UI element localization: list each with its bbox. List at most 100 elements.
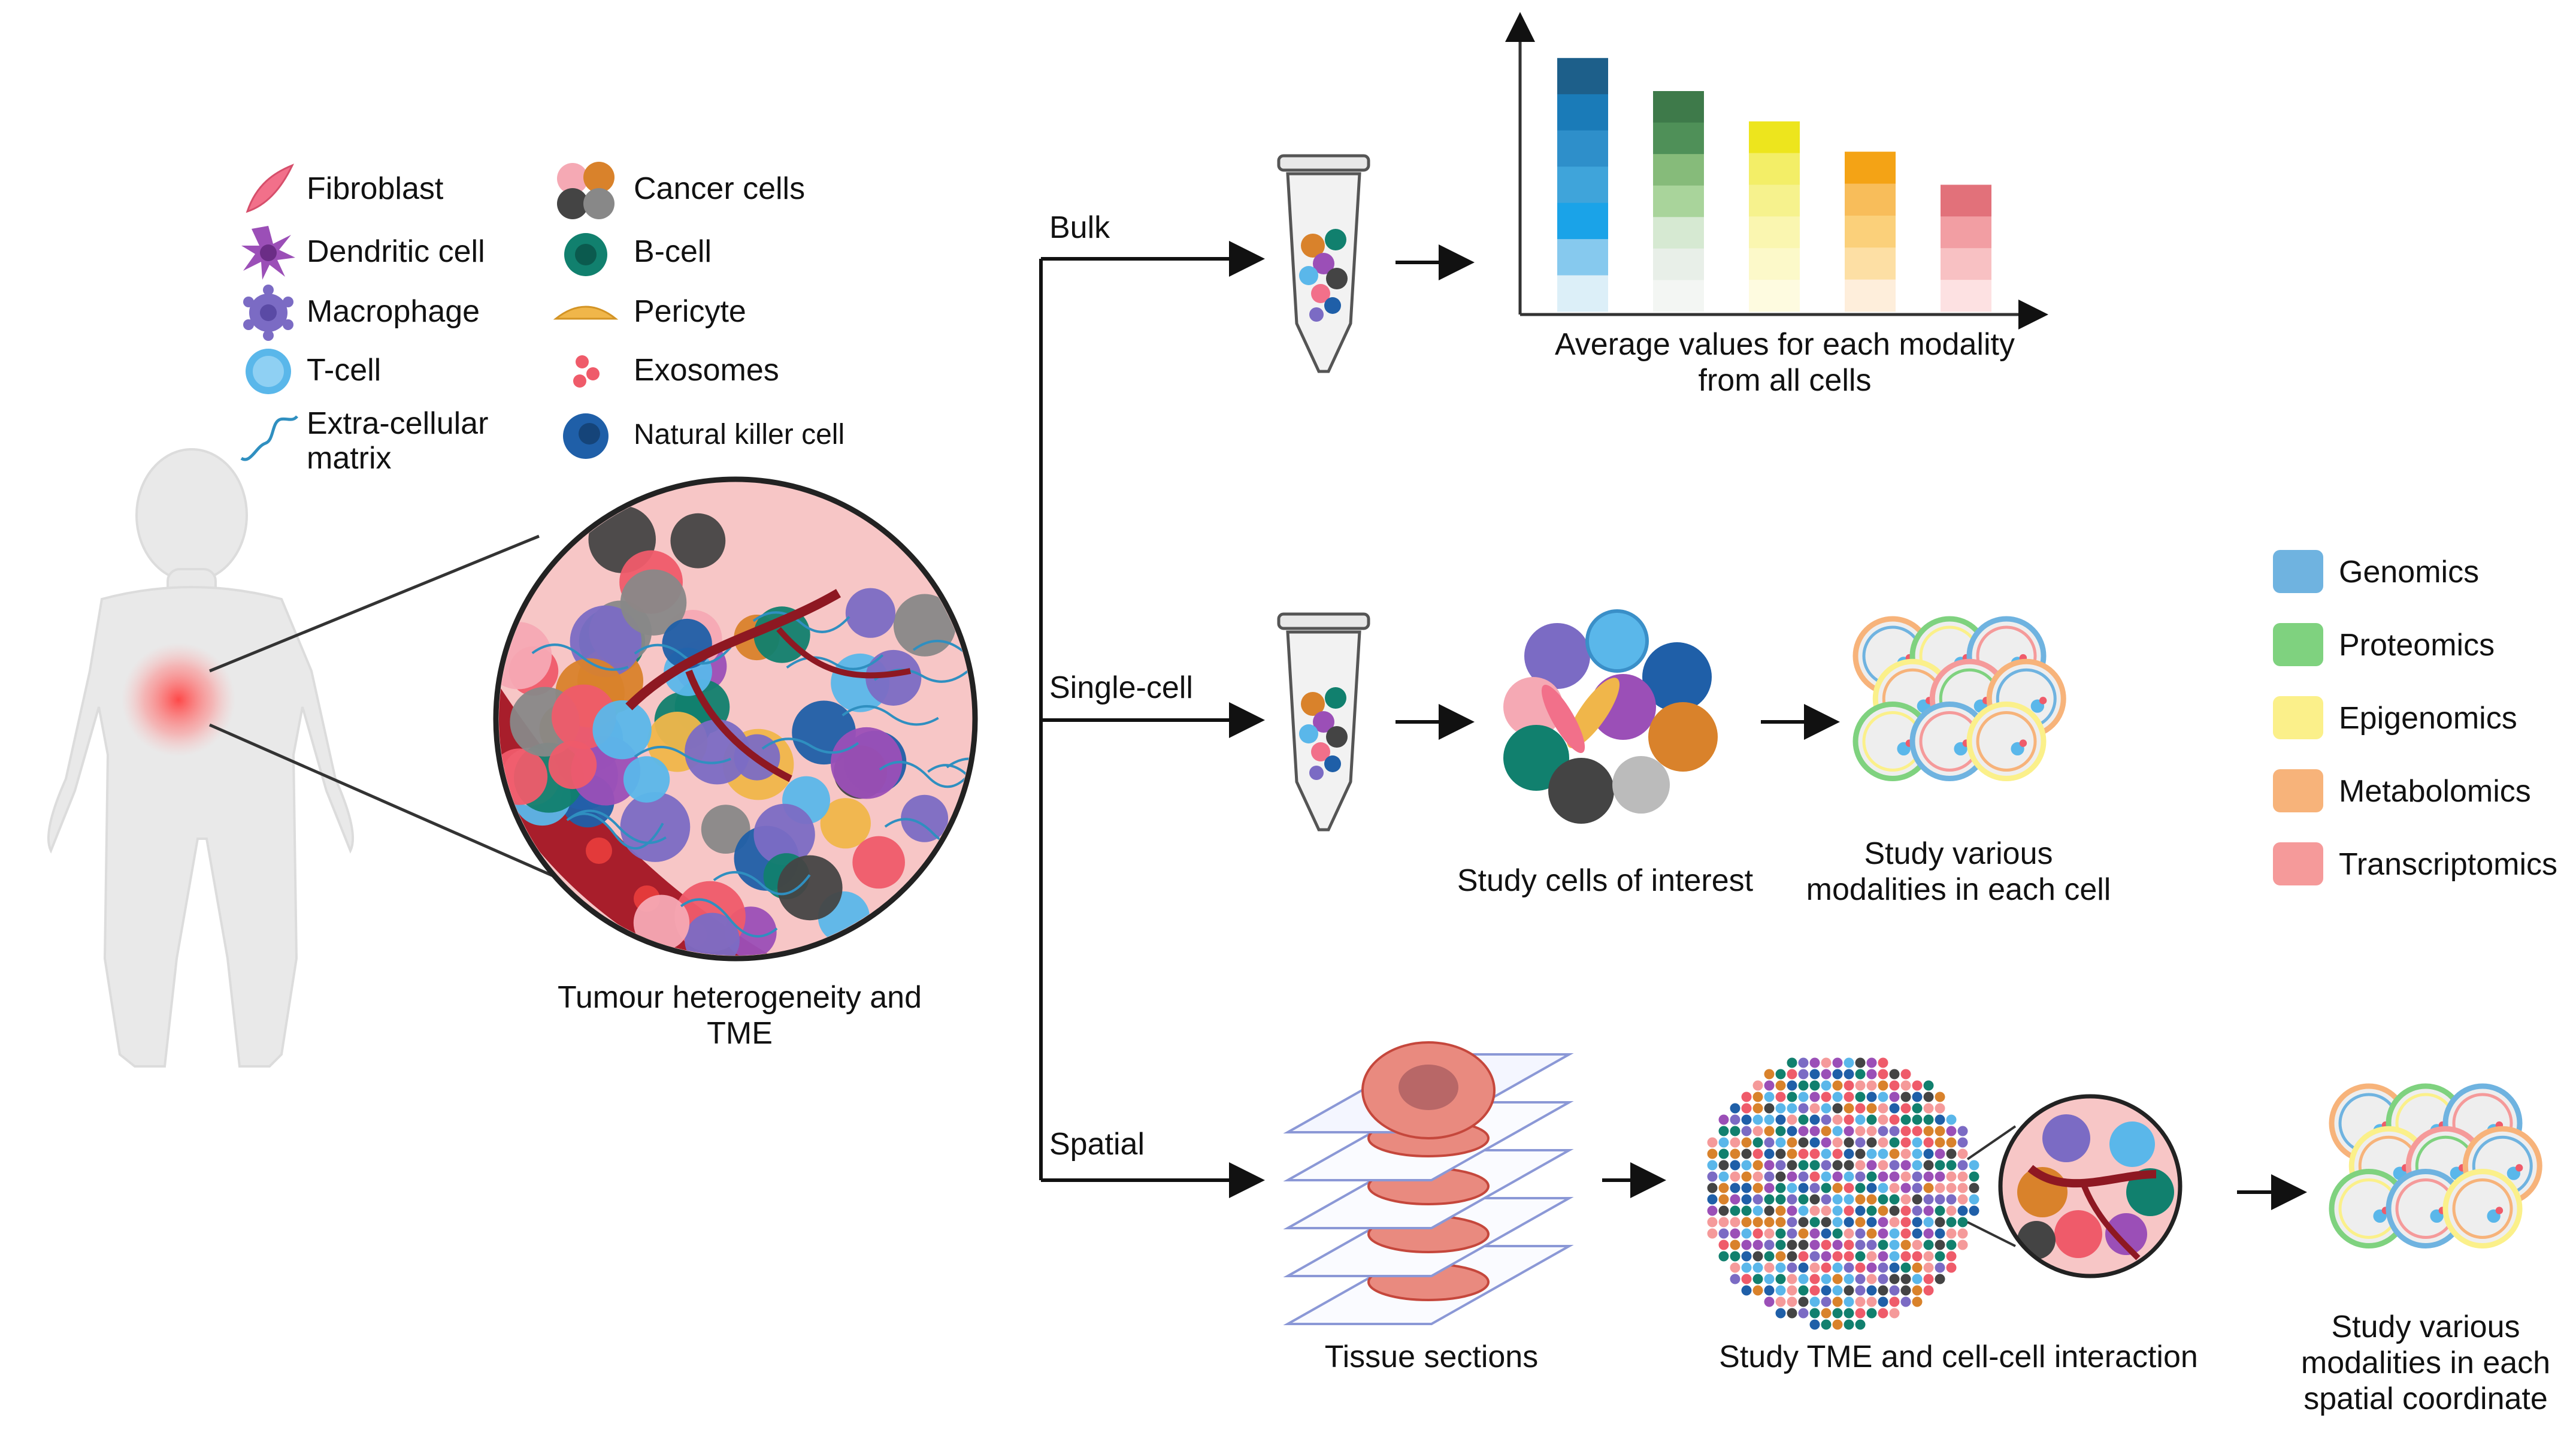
spatial-spot bbox=[1935, 1217, 1945, 1228]
modality-label-proteomics: Proteomics bbox=[2339, 628, 2495, 663]
spatial-spot bbox=[1878, 1274, 1888, 1284]
spatial-spot bbox=[1900, 1239, 1911, 1250]
spatial-spot bbox=[1866, 1092, 1877, 1102]
spatial-spot bbox=[1878, 1103, 1888, 1114]
spatial-spot bbox=[1764, 1217, 1775, 1228]
spatial-spot bbox=[1752, 1080, 1763, 1091]
spatial-spot bbox=[1889, 1228, 1900, 1239]
spatial-spot bbox=[1832, 1217, 1843, 1228]
spatial-spot bbox=[1923, 1205, 1934, 1216]
spatial-spot bbox=[1832, 1285, 1843, 1296]
branch-label-single-cell: Single-cell bbox=[1049, 670, 1193, 705]
spatial-spot bbox=[1718, 1137, 1729, 1148]
spatial-spot bbox=[1832, 1239, 1843, 1250]
spatial-spot bbox=[1787, 1183, 1797, 1193]
spatial-spot bbox=[1798, 1228, 1809, 1239]
spatial-spot bbox=[1923, 1126, 1934, 1136]
spatial-spot bbox=[1832, 1080, 1843, 1091]
spatial-spot bbox=[1741, 1148, 1752, 1159]
spatial-spot bbox=[1741, 1160, 1752, 1171]
ecm-fibre bbox=[531, 643, 629, 671]
spatial-spot bbox=[1821, 1092, 1832, 1102]
spatial-spot bbox=[1764, 1285, 1775, 1296]
spatial-spot bbox=[1878, 1217, 1888, 1228]
spatial-spot bbox=[1844, 1296, 1854, 1307]
bar-4-segment bbox=[1845, 215, 1896, 248]
spatial-spot bbox=[1866, 1274, 1877, 1284]
spatial-spot bbox=[1969, 1183, 1979, 1193]
tumour-cell bbox=[592, 700, 652, 760]
spatial-spot bbox=[1935, 1239, 1945, 1250]
spatial-spot bbox=[1878, 1080, 1888, 1091]
spatial-spot bbox=[1741, 1228, 1752, 1239]
modality-swatch-metabolomics bbox=[2273, 769, 2323, 812]
human-figure-icon bbox=[47, 448, 355, 1068]
spatial-spot bbox=[1832, 1228, 1843, 1239]
spatial-spot bbox=[1844, 1319, 1854, 1330]
spatial-spot bbox=[1809, 1080, 1820, 1091]
spatial-spot bbox=[1866, 1069, 1877, 1080]
spatial-spot bbox=[1855, 1069, 1866, 1080]
bar-1-segment bbox=[1557, 275, 1608, 312]
spatial-spot bbox=[1775, 1239, 1786, 1250]
spatial-spot bbox=[1900, 1205, 1911, 1216]
spatial-spot bbox=[1752, 1148, 1763, 1159]
spatial-spot bbox=[1844, 1092, 1854, 1102]
spatial-spot bbox=[1730, 1251, 1740, 1262]
spatial-spot bbox=[1900, 1137, 1911, 1148]
spatial-spot bbox=[1752, 1092, 1763, 1102]
spatial-spot bbox=[1878, 1262, 1888, 1273]
spatial-spot bbox=[1866, 1103, 1877, 1114]
spatial-spot bbox=[1855, 1057, 1866, 1068]
spatial-spot bbox=[1809, 1183, 1820, 1193]
spatial-spot bbox=[1900, 1114, 1911, 1125]
spatial-spot bbox=[1912, 1080, 1923, 1091]
ecm-fibre bbox=[680, 898, 778, 938]
spatial-spot bbox=[1741, 1274, 1752, 1284]
spatial-spot bbox=[1764, 1262, 1775, 1273]
spatial-spot bbox=[1741, 1262, 1752, 1273]
spatial-spot bbox=[1844, 1251, 1854, 1262]
spatial-spot bbox=[1889, 1069, 1900, 1080]
spatial-spot bbox=[1798, 1183, 1809, 1193]
branch-label-bulk: Bulk bbox=[1049, 210, 1110, 245]
spatial-spot bbox=[1832, 1296, 1843, 1307]
zoom-line-spatial-top bbox=[1966, 1125, 2017, 1160]
spatial-spot bbox=[1969, 1160, 1979, 1171]
nk-cell-icon bbox=[563, 413, 609, 459]
spatial-spot bbox=[1752, 1114, 1763, 1125]
spatial-spot bbox=[1775, 1296, 1786, 1307]
spatial-spot bbox=[1821, 1080, 1832, 1091]
bar-3-segment bbox=[1749, 185, 1800, 217]
spatial-spot bbox=[1821, 1137, 1832, 1148]
spatial-spot bbox=[1889, 1274, 1900, 1284]
tumour-cell bbox=[753, 803, 815, 866]
spatial-spot bbox=[1923, 1239, 1934, 1250]
spatial-spot bbox=[1798, 1274, 1809, 1284]
spatial-spot bbox=[1889, 1148, 1900, 1159]
spatial-spot bbox=[1764, 1114, 1775, 1125]
spatial-spot bbox=[1878, 1160, 1888, 1171]
spatial-spot bbox=[1844, 1057, 1854, 1068]
spatial-spot bbox=[1730, 1160, 1740, 1171]
spatial-spot bbox=[1923, 1148, 1934, 1159]
spatial-spot bbox=[1855, 1228, 1866, 1239]
spatial-spot bbox=[1946, 1228, 1957, 1239]
spatial-spot bbox=[1764, 1251, 1775, 1262]
spatial-dot-map-icon bbox=[1707, 1057, 1979, 1330]
tissue-sections-icon bbox=[1283, 1041, 1574, 1325]
bar-5-segment bbox=[1941, 248, 1991, 280]
spatial-spot bbox=[1764, 1069, 1775, 1080]
spatial-spot bbox=[1718, 1183, 1729, 1193]
spatial-spot bbox=[1923, 1171, 1934, 1182]
spatial-spot bbox=[1844, 1239, 1854, 1250]
spatial-spot bbox=[1821, 1319, 1832, 1330]
spatial-spot bbox=[1787, 1308, 1797, 1319]
spatial-spot bbox=[1923, 1080, 1934, 1091]
spatial-spot bbox=[1912, 1183, 1923, 1193]
spatial-spot bbox=[1821, 1171, 1832, 1182]
spatial-spot bbox=[1946, 1126, 1957, 1136]
spatial-spot bbox=[1775, 1308, 1786, 1319]
spatial-spot bbox=[1900, 1092, 1911, 1102]
spatial-spot bbox=[1707, 1171, 1718, 1182]
